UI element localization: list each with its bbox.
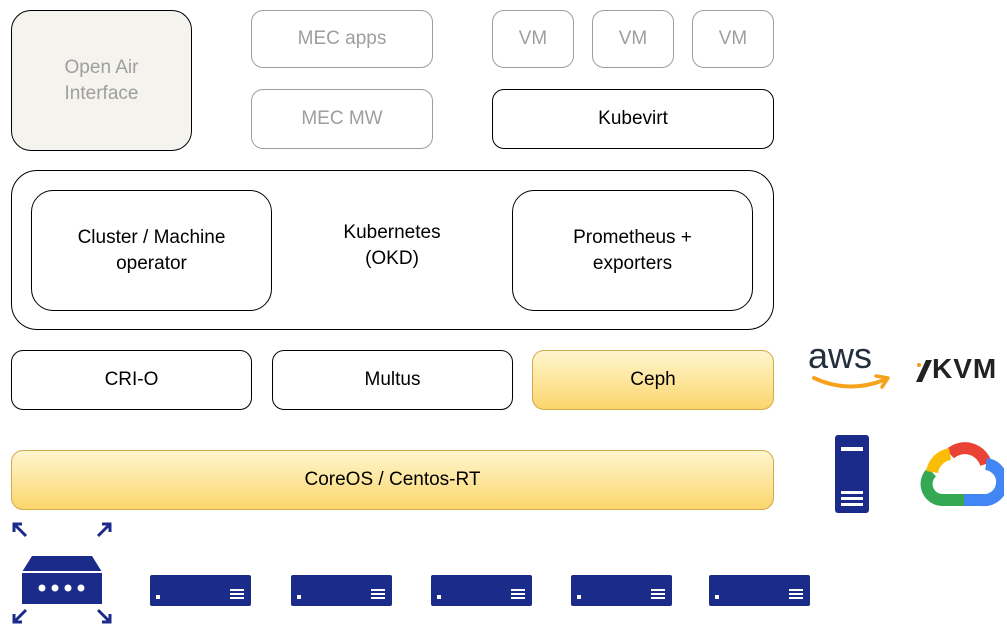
mec-mw-box: MEC MW	[251, 89, 433, 149]
kubevirt-label: Kubevirt	[598, 108, 668, 130]
open-air-interface-label: Open Air Interface	[64, 56, 139, 104]
coreos-box: CoreOS / Centos-RT	[11, 450, 774, 510]
tower-server-icon	[835, 435, 869, 513]
kvm-logo: KVM	[910, 348, 1007, 390]
google-cloud-icon	[920, 442, 1004, 507]
prometheus-box: Prometheus + exporters	[512, 190, 753, 311]
ceph-box: Ceph	[532, 350, 774, 410]
kubernetes-label: Kubernetes (OKD)	[343, 222, 441, 269]
crio-label: CRI-O	[104, 369, 159, 391]
cluster-operator-box: Cluster / Machine operator	[31, 190, 272, 311]
server-icon	[571, 575, 672, 606]
server-icon	[291, 575, 392, 606]
aws-logo-text: aws	[808, 335, 873, 376]
aws-smile-icon	[812, 374, 890, 389]
kubevirt-box: Kubevirt	[492, 89, 774, 149]
multus-label: Multus	[364, 369, 421, 391]
open-air-interface-box: Open Air Interface	[11, 10, 192, 151]
vm-label: VM	[718, 28, 748, 50]
kvm-penguin-icon	[916, 360, 932, 382]
cluster-operator-label: Cluster / Machine operator	[77, 226, 226, 274]
server-icon	[431, 575, 532, 606]
ceph-label: Ceph	[630, 369, 676, 391]
mec-apps-label: MEC apps	[297, 28, 387, 50]
mec-mw-label: MEC MW	[301, 108, 383, 130]
vm-label: VM	[518, 28, 548, 50]
server-icon	[709, 575, 810, 606]
coreos-label: CoreOS / Centos-RT	[304, 469, 481, 491]
vm-label: VM	[618, 28, 648, 50]
kvm-logo-text: KVM	[932, 353, 998, 384]
mec-apps-box: MEC apps	[251, 10, 433, 68]
vm-box-3: VM	[692, 10, 774, 68]
switch-icon	[12, 522, 112, 624]
multus-box: Multus	[272, 350, 513, 410]
prometheus-label: Prometheus + exporters	[573, 226, 692, 274]
vm-box-2: VM	[592, 10, 674, 68]
vm-box-1: VM	[492, 10, 574, 68]
aws-logo: aws	[808, 338, 900, 398]
crio-box: CRI-O	[11, 350, 252, 410]
server-icon	[150, 575, 251, 606]
